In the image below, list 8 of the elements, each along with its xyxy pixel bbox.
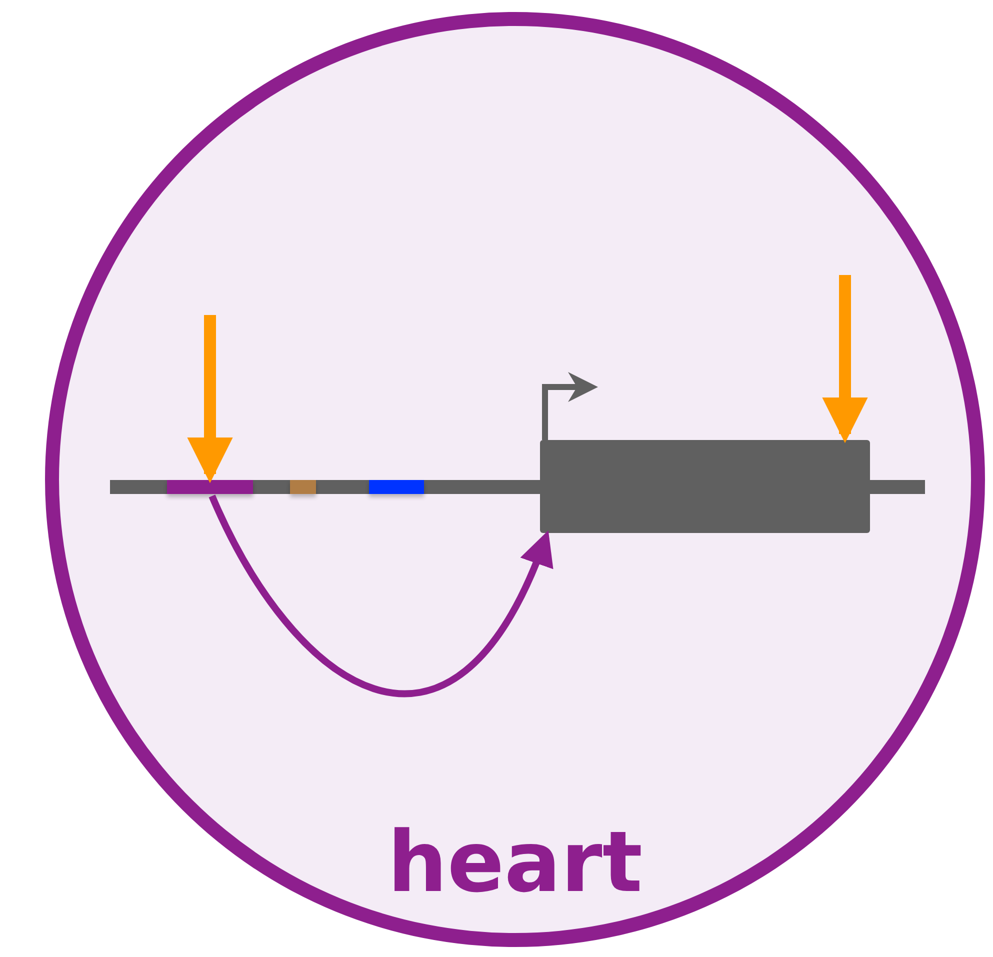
gene-box xyxy=(540,440,870,533)
arrow xyxy=(822,275,868,444)
element-bar xyxy=(167,480,253,494)
element-bar xyxy=(290,480,316,494)
tissue-label: heart xyxy=(386,813,644,911)
arrow xyxy=(187,315,233,484)
arrow xyxy=(208,494,552,697)
element-bar xyxy=(369,480,424,494)
